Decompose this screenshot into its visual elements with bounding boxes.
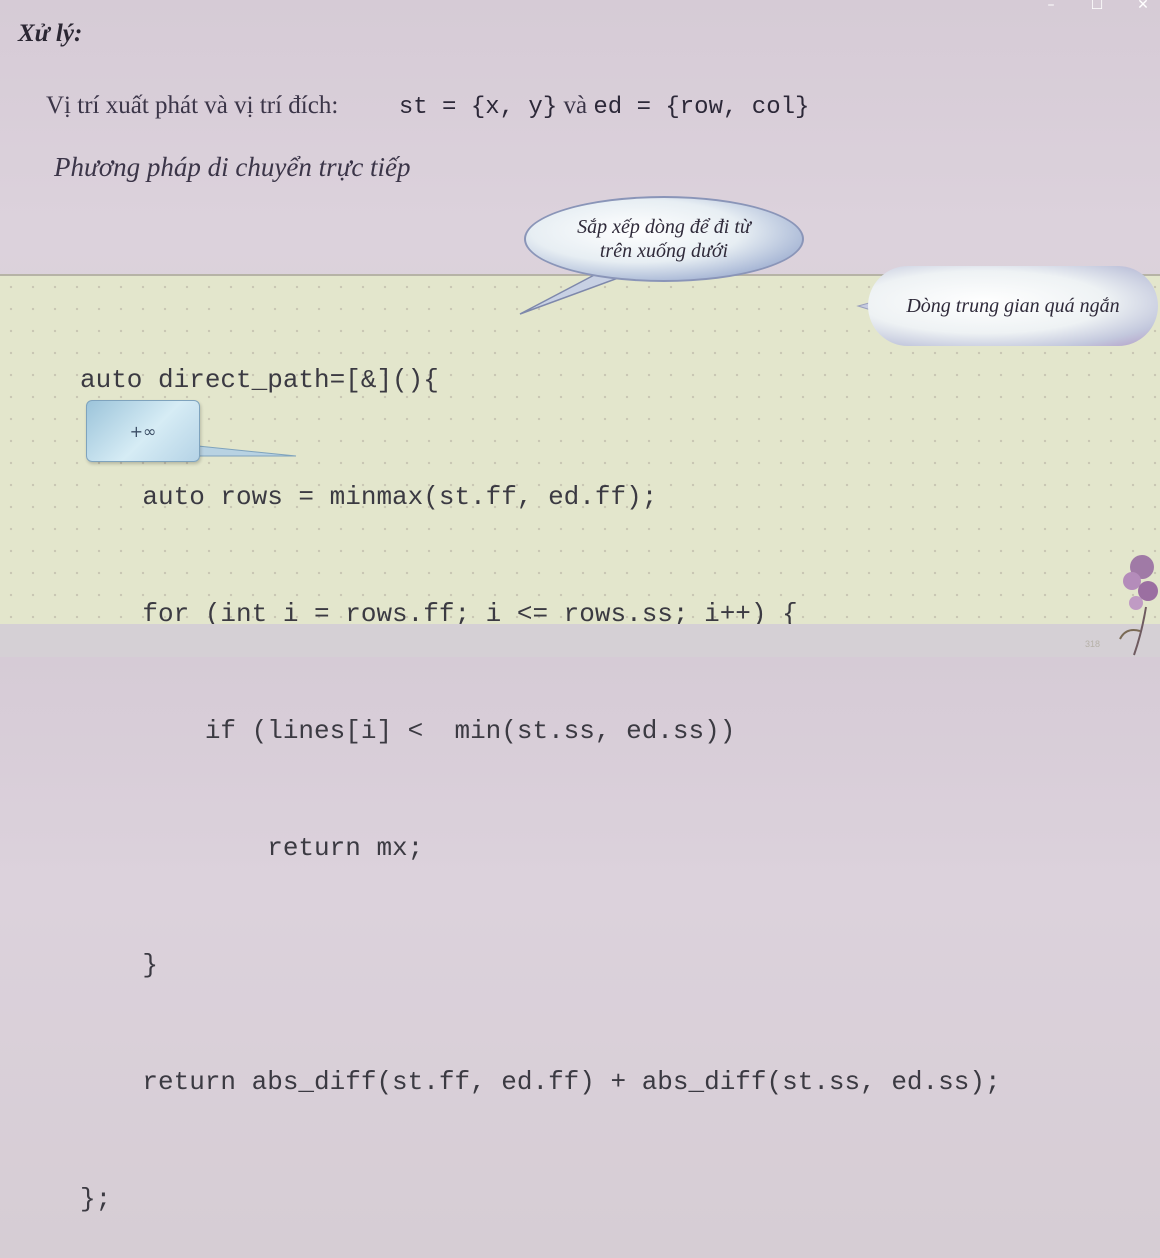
code-line: } — [80, 950, 159, 980]
code-line: auto rows = minmax(st.ff, ed.ff); — [80, 482, 658, 512]
code-line: return mx; — [80, 833, 424, 863]
close-icon[interactable]: ✕ — [1137, 0, 1149, 13]
callout-text: Sắp xếp dòng để đi từ trên xuống dưới — [577, 216, 751, 262]
start-code: st = {x, y} — [398, 94, 558, 121]
code-line: auto direct_path=[&](){ — [80, 365, 439, 395]
infinity-callout: +∞ — [86, 400, 200, 462]
code-line: return abs_diff(st.ff, ed.ff) + abs_diff… — [80, 1067, 1001, 1097]
maximize-icon[interactable]: ☐ — [1090, 0, 1104, 13]
callout-text: +∞ — [129, 421, 157, 441]
page-number: 318 — [1084, 639, 1100, 649]
code-line: if (lines[i] < min(st.ss, ed.ss)) — [80, 716, 736, 746]
start-end-definition: Vị trí xuất phát và vị trí đích: st = {x… — [46, 92, 809, 121]
code-line: }; — [80, 1184, 112, 1214]
flower-decoration-icon — [1119, 555, 1158, 656]
sort-rows-callout: Sắp xếp dòng để đi từ trên xuống dưới — [524, 196, 804, 282]
method-subheading: Phương pháp di chuyển trực tiếp — [54, 152, 411, 182]
slide-heading: Xử lý: — [18, 20, 83, 47]
short-row-callout: Dòng trung gian quá ngắn — [868, 266, 1158, 346]
slide-footer — [0, 624, 1160, 657]
infinity-callout-pointer — [197, 445, 297, 457]
end-code: ed = {row, col} — [593, 94, 810, 121]
conjunction: và — [563, 92, 588, 119]
callout-text: Dòng trung gian quá ngắn — [906, 295, 1120, 317]
window-controls: – ☐ ✕ — [1042, 0, 1152, 13]
definition-label: Vị trí xuất phát và vị trí đích: — [46, 92, 339, 119]
minimize-icon[interactable]: – — [1047, 0, 1055, 13]
